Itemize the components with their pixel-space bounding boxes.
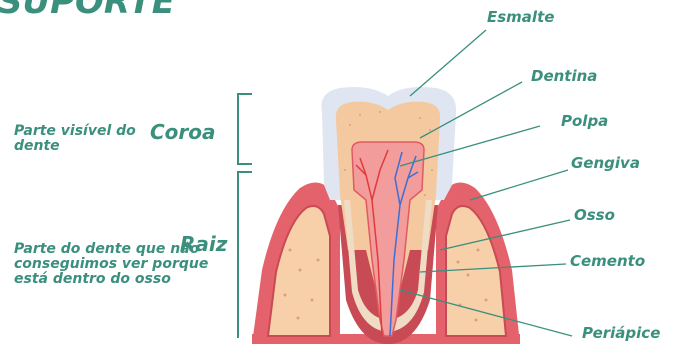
label-polpa: Polpa [561, 112, 608, 130]
label-coroa: Coroa [150, 120, 216, 144]
label-osso: Osso [574, 206, 615, 224]
label-periapice: Periápice [582, 324, 660, 342]
coroa-description: Parte visível do dente [14, 124, 144, 154]
label-dentina: Dentina [531, 67, 597, 85]
label-gengiva: Gengiva [571, 154, 640, 172]
raiz-bracket [238, 172, 252, 338]
label-cemento: Cemento [570, 252, 645, 270]
raiz-description: Parte do dente que não conseguimos ver p… [14, 242, 210, 287]
label-esmalte: Esmalte [487, 8, 554, 26]
coroa-bracket [238, 94, 252, 164]
